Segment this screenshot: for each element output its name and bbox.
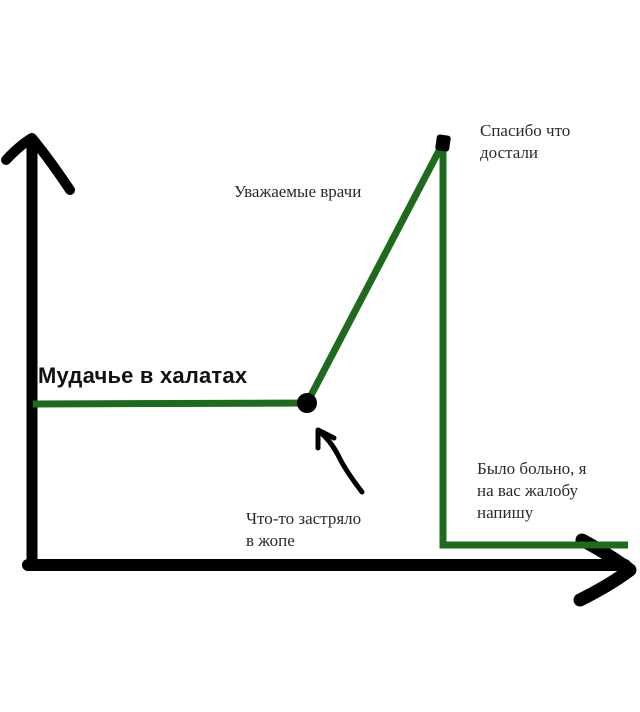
label-rise: Уважаемые врачи [234, 182, 362, 201]
label-peak: Спасибо что достали [480, 121, 571, 162]
x-axis-arrowhead-icon [573, 533, 637, 607]
y-axis [1, 133, 75, 566]
label-drop: Было больно, я на вас жалобу напишу [477, 459, 587, 522]
point-marker-start-rise [297, 393, 317, 413]
label-start: Мудачье в халатах [38, 363, 248, 388]
pointer-arrow-icon [315, 427, 365, 495]
label-stuck: Что-то застряло в жопе [246, 509, 362, 550]
point-marker-peak [435, 134, 451, 152]
y-axis-arrowhead-icon [1, 133, 75, 195]
x-axis [22, 533, 637, 607]
